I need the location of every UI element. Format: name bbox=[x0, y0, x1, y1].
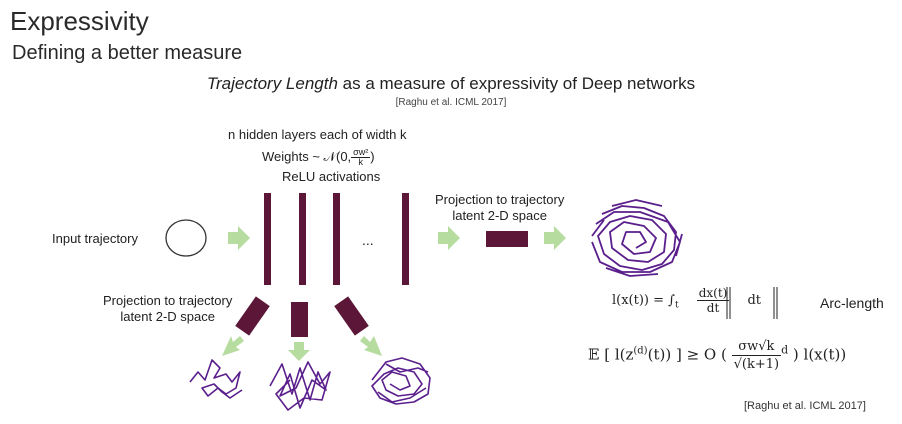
arc-length-formula: l(x(t)) = ∫t dx(t)dt dt bbox=[612, 286, 761, 315]
bound-tail: ) l(x(t)) bbox=[792, 345, 847, 364]
headline-italic: Trajectory Length bbox=[206, 74, 338, 93]
weights-prefix: Weights ~ bbox=[262, 148, 324, 164]
citation-bottom: [Raghu et al. ICML 2017] bbox=[744, 400, 866, 412]
weights-close: ) bbox=[370, 148, 375, 164]
bound-sup: (d) bbox=[633, 345, 648, 357]
projection-label-right: Projection to trajectory latent 2-D spac… bbox=[435, 192, 564, 224]
trajectory-scribble-sparse bbox=[189, 359, 243, 399]
input-trajectory-label: Input trajectory bbox=[52, 231, 138, 246]
layers-ellipsis: ... bbox=[362, 232, 374, 248]
projection-line2: latent 2-D space bbox=[452, 208, 547, 223]
arrow-right-icon bbox=[228, 226, 250, 250]
hidden-layer-bar bbox=[333, 193, 340, 285]
bound-exp: d bbox=[781, 343, 789, 357]
projection-line1: Projection to trajectory bbox=[435, 192, 565, 207]
projection-line2: latent 2-D space bbox=[120, 309, 215, 324]
expected-length-bound-formula: 𝔼 [ l(z(d)(t)) ] ≥ O ( σw√k√(k+1)d ) l(x… bbox=[588, 338, 846, 373]
arrow-down-left-icon bbox=[222, 336, 244, 356]
weights-frac-num: σw² bbox=[351, 147, 371, 158]
hidden-layer-bar bbox=[299, 193, 306, 285]
bound-mid: (t)) ] ≥ O ( bbox=[647, 345, 727, 364]
hidden-layer-bar bbox=[264, 193, 271, 285]
arc-formula-num: dx(t) bbox=[696, 286, 730, 301]
projection-bar-right bbox=[486, 231, 528, 247]
arc-formula-tail: dt bbox=[747, 293, 762, 308]
arc-length-label: Arc-length bbox=[820, 295, 884, 311]
arc-formula-lhs: l(x(t)) = ∫ bbox=[612, 293, 675, 308]
layers-description: n hidden layers each of width k bbox=[228, 127, 407, 142]
slide-title: Expressivity bbox=[10, 6, 149, 36]
trajectory-scribble-projected bbox=[591, 199, 683, 277]
headline-rest: as a measure of expressivity of Deep net… bbox=[337, 74, 696, 93]
arrow-right-icon bbox=[438, 226, 460, 250]
projection-bar-middle bbox=[291, 302, 308, 337]
hidden-layer-bar bbox=[402, 193, 409, 285]
arrow-down-icon bbox=[288, 342, 310, 361]
projection-line1: Projection to trajectory bbox=[103, 293, 233, 308]
arrow-down-right-icon bbox=[360, 336, 382, 356]
bound-num: σw√k bbox=[731, 338, 782, 356]
bound-lhs: 𝔼 [ l(z bbox=[588, 345, 634, 364]
activations-description: ReLU activations bbox=[282, 169, 381, 184]
bound-den: √(k+1) bbox=[733, 357, 780, 372]
weights-frac-den: k bbox=[358, 157, 363, 167]
arrows bbox=[222, 226, 566, 361]
trajectory-scribble-dense bbox=[371, 357, 431, 405]
citation-top: [Raghu et al. ICML 2017] bbox=[395, 97, 507, 108]
arc-formula-sub: t bbox=[674, 300, 679, 311]
slide-subtitle: Defining a better measure bbox=[12, 42, 243, 64]
weights-dist: 𝒩(0, bbox=[323, 148, 352, 164]
arc-formula-den: dt bbox=[706, 301, 720, 315]
trajectory-scribble-medium bbox=[269, 361, 331, 411]
input-trajectory-circle bbox=[165, 219, 207, 257]
headline: Trajectory Length as a measure of expres… bbox=[0, 74, 902, 94]
projection-label-left: Projection to trajectory latent 2-D spac… bbox=[103, 293, 232, 325]
arrow-right-icon bbox=[544, 226, 566, 250]
